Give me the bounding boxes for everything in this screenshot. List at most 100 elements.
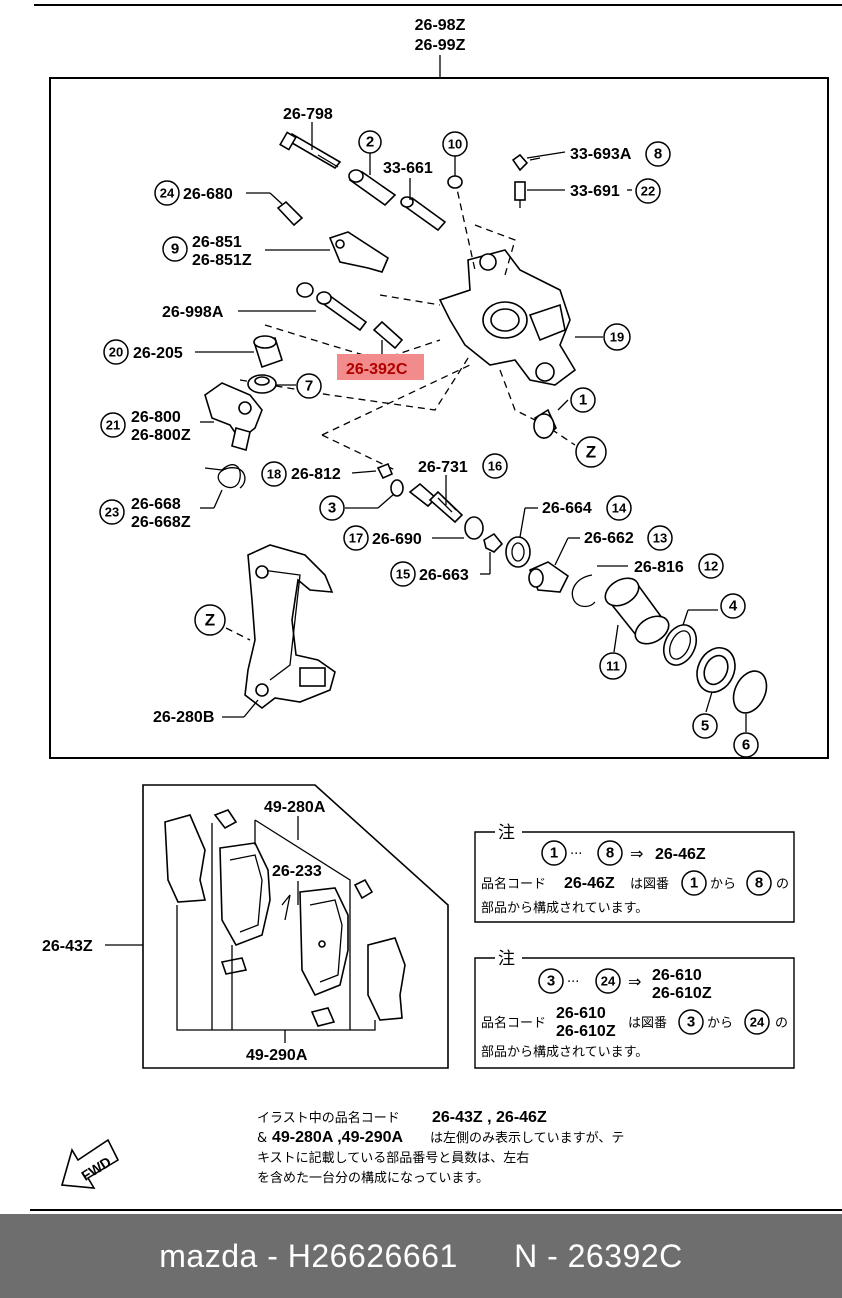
footnote: イラスト中の品名コード 26-43Z , 26-46Z & 49-280A ,4… — [257, 1109, 624, 1186]
svg-text:3: 3 — [328, 500, 336, 517]
label-33-661: 33-661 — [383, 160, 433, 177]
brake-pad-inner-face — [229, 854, 263, 933]
svg-text:Z: Z — [205, 611, 215, 630]
note2-result-2: 26-610Z — [652, 985, 712, 1002]
label-26-800z: 26-800Z — [131, 427, 191, 444]
caliper-body — [438, 249, 577, 386]
wear-indicator-26-233 — [281, 894, 291, 921]
leader-26-668b — [213, 489, 223, 509]
pad-set-box — [142, 784, 449, 1069]
note-box-1: 注 1 ··· 8 ⇒ 26-46Z 品名コード 26-46Z は図番 1 から… — [474, 823, 795, 923]
ref-z-caliper: Z — [575, 436, 607, 468]
exploded-parts-diagram: 26-98Z 26-99Z 26-798 33-661 — [30, 4, 842, 1211]
leader-26-280b-b — [243, 699, 259, 718]
footer-bar: mazda - H26626661 N - 26392C — [0, 1214, 842, 1298]
ref-22: 22 — [635, 178, 661, 204]
leader-8 — [529, 157, 541, 161]
label-26-800: 26-800 — [131, 409, 181, 426]
note1-line2-to: 8 — [755, 875, 763, 892]
svg-text:11: 11 — [606, 659, 620, 674]
svg-text:12: 12 — [704, 559, 718, 574]
clip-right — [353, 878, 374, 900]
svg-text:21: 21 — [106, 418, 120, 433]
boot-ring — [296, 282, 314, 298]
note1-line2-b: は図番 — [630, 877, 669, 892]
note2-line2-a: 品名コード — [481, 1015, 546, 1031]
svg-text:Z: Z — [586, 443, 596, 462]
footnote-line2-b: は左側のみ表示していますが、テ — [430, 1131, 624, 1146]
label-26-43z: 26-43Z — [42, 938, 93, 955]
label-26-392c: 26-392C — [346, 361, 408, 378]
svg-text:1: 1 — [579, 392, 587, 409]
label-26-851: 26-851 — [192, 234, 242, 251]
bolt-26-998a — [316, 291, 368, 332]
svg-text:15: 15 — [396, 567, 410, 582]
footnote-line1-codes: 26-43Z , 26-46Z — [432, 1109, 547, 1126]
leader-33-693a — [526, 151, 566, 159]
svg-text:22: 22 — [641, 184, 655, 199]
note2-line2-b: は図番 — [628, 1016, 667, 1031]
spring-26-668 — [204, 464, 246, 489]
svg-text:5: 5 — [701, 718, 709, 735]
svg-text:16: 16 — [488, 459, 502, 474]
svg-text:23: 23 — [105, 505, 119, 520]
note1-heading: 注 — [498, 823, 515, 843]
brake-pad-outer-face — [309, 899, 343, 983]
note2-result-1: 26-610 — [652, 967, 702, 984]
note1-line2-a: 品名コード — [481, 876, 546, 892]
bracket-26-851 — [328, 231, 390, 273]
mounting-bracket-26-280b — [244, 544, 336, 710]
ref-5: 5 — [692, 713, 718, 739]
washer-26-690 — [464, 516, 484, 540]
footer-gap — [458, 1238, 514, 1275]
sleeve-26-392c — [372, 320, 404, 350]
leader-26-664b — [519, 507, 526, 538]
leader-26-680b — [269, 192, 283, 205]
cap-7 — [247, 374, 277, 394]
svg-text:7: 7 — [305, 378, 313, 395]
bleeder-cap-33-693a — [511, 153, 529, 172]
label-26-690: 26-690 — [372, 531, 422, 548]
assembly-code-2: 26-99Z — [415, 37, 466, 54]
label-26-664: 26-664 — [542, 500, 592, 517]
ref-14: 14 — [606, 495, 632, 521]
ref-16: 16 — [482, 453, 508, 479]
ref-18: 18 — [261, 461, 287, 487]
guide-dash-5 — [321, 364, 471, 436]
label-49-290a: 49-290A — [246, 1047, 308, 1064]
svg-text:19: 19 — [610, 330, 624, 345]
label-26-731: 26-731 — [418, 459, 468, 476]
o-ring-3 — [390, 479, 404, 497]
piston-seal-4 — [662, 624, 698, 666]
svg-text:10: 10 — [448, 137, 462, 152]
note2-line2-d: の — [775, 1016, 788, 1031]
svg-text:2: 2 — [366, 134, 374, 151]
caliper-frame — [49, 77, 829, 759]
ref-11: 11 — [599, 652, 627, 680]
ref-7: 7 — [296, 373, 322, 399]
ref-24: 24 — [154, 180, 180, 206]
label-26-233: 26-233 — [272, 863, 322, 880]
note2-range-to: 24 — [601, 974, 616, 989]
leader-z-bracket — [225, 627, 251, 641]
label-49-280a: 49-280A — [264, 799, 326, 816]
boot-26-205 — [253, 335, 283, 369]
note2-range-dots: ··· — [567, 975, 579, 990]
leader-11 — [613, 624, 619, 653]
shim-outer-left — [164, 814, 207, 903]
snap-ring-26-816 — [571, 574, 596, 608]
assembly-code-1: 26-98Z — [415, 17, 466, 34]
footer-brand: mazda - H26626661 — [159, 1237, 458, 1274]
note-box-2: 注 3 ··· 24 ⇒ 26-610 26-610Z 品名コード 26-610… — [474, 949, 795, 1069]
note1-line3: 部品から構成されています。 — [481, 901, 648, 916]
label-33-691: 33-691 — [570, 183, 620, 200]
pin-26-812 — [376, 462, 394, 480]
label-26-668z: 26-668Z — [131, 514, 191, 531]
svg-text:6: 6 — [742, 737, 750, 754]
footnote-line2-a: & — [257, 1131, 267, 1146]
lever-26-800 — [204, 382, 263, 452]
note1-line2-from: 1 — [690, 875, 698, 892]
sleeve-33-661 — [400, 196, 447, 232]
label-26-662: 26-662 — [584, 530, 634, 547]
guide-dash-6 — [321, 434, 396, 471]
